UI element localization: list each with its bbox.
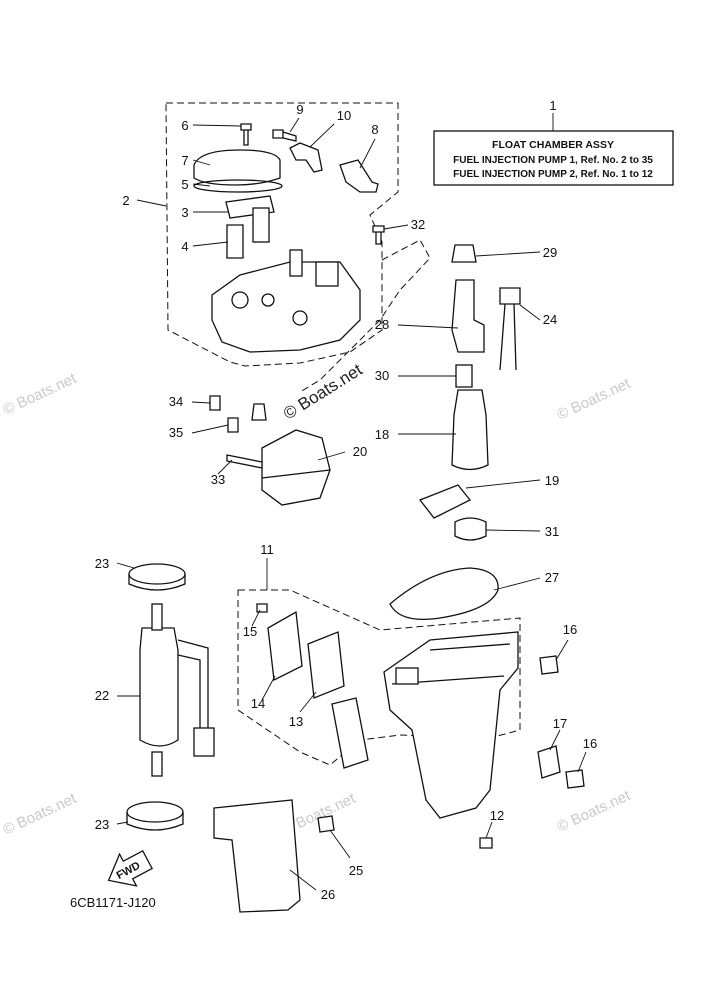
pin-33 bbox=[226, 454, 263, 469]
callout-3: 3 bbox=[181, 205, 188, 220]
watermarks: © Boats.net © Boats.net © Boats.net © Bo… bbox=[1, 360, 634, 839]
harness-24-plug bbox=[499, 287, 521, 305]
callout-5: 5 bbox=[181, 177, 188, 192]
separator-parts bbox=[213, 567, 585, 913]
pump-22-inlet bbox=[151, 603, 163, 631]
watermark: © Boats.net bbox=[1, 370, 80, 419]
watermark: © Boats.net bbox=[1, 790, 80, 839]
fwd-arrow: FWD bbox=[107, 849, 153, 887]
screw-32 bbox=[372, 225, 385, 245]
callout-15: 15 bbox=[243, 624, 257, 639]
callout-7: 7 bbox=[181, 153, 188, 168]
grommet-17 bbox=[537, 745, 561, 779]
callout-34: 34 bbox=[169, 394, 183, 409]
info-box: FLOAT CHAMBER ASSY FUEL INJECTION PUMP 1… bbox=[433, 113, 674, 186]
gasket-5 bbox=[193, 179, 283, 193]
callout-11: 11 bbox=[260, 542, 274, 557]
callout-12: 12 bbox=[490, 808, 504, 823]
info-box-title: FLOAT CHAMBER ASSY bbox=[492, 139, 614, 151]
regulator-28 bbox=[451, 279, 485, 353]
reference-code: 6CB1171-J120 bbox=[70, 895, 156, 910]
info-box-line-2: FUEL INJECTION PUMP 2, Ref. No. 1 to 12 bbox=[453, 169, 653, 180]
callout-30: 30 bbox=[375, 368, 389, 383]
cover-7 bbox=[193, 149, 281, 186]
filter-30 bbox=[455, 364, 473, 388]
bracket-left bbox=[331, 697, 369, 769]
callout-19: 19 bbox=[545, 473, 559, 488]
leader-lines bbox=[116, 117, 587, 891]
callout-31: 31 bbox=[545, 524, 559, 539]
callout-22: 22 bbox=[95, 688, 109, 703]
callout-26: 26 bbox=[321, 887, 335, 902]
needle-4 bbox=[226, 224, 244, 259]
callout-16-lower: 16 bbox=[583, 736, 597, 751]
pump-18 bbox=[451, 389, 489, 471]
callout-23-lower: 23 bbox=[95, 817, 109, 832]
gasket-13 bbox=[307, 631, 345, 699]
screw-6 bbox=[240, 123, 252, 146]
strainer-19 bbox=[418, 484, 472, 519]
callout-1: 1 bbox=[549, 98, 556, 113]
clip-31 bbox=[454, 517, 487, 541]
screw-9 bbox=[272, 129, 297, 142]
callout-32: 32 bbox=[411, 217, 425, 232]
float-3-body bbox=[252, 207, 270, 243]
watermark: © Boats.net bbox=[555, 787, 634, 836]
ring-23-top bbox=[128, 563, 186, 585]
callout-14: 14 bbox=[251, 696, 265, 711]
bolt-25 bbox=[317, 815, 335, 833]
grommet-16a bbox=[539, 655, 559, 675]
nozzle bbox=[251, 403, 267, 421]
screw-12 bbox=[479, 837, 493, 849]
callout-29: 29 bbox=[543, 245, 557, 260]
callout-25: 25 bbox=[349, 863, 363, 878]
float-chamber-parts bbox=[193, 123, 385, 506]
info-box-line-1: FUEL INJECTION PUMP 1, Ref. No. 2 to 35 bbox=[453, 155, 653, 166]
callout-33: 33 bbox=[211, 472, 225, 487]
callout-9: 9 bbox=[296, 102, 303, 117]
callout-17: 17 bbox=[553, 716, 567, 731]
ring-23-bottom bbox=[126, 801, 184, 823]
gasket-27 bbox=[389, 567, 499, 621]
cover-20 bbox=[261, 429, 331, 506]
callout-24: 24 bbox=[543, 312, 557, 327]
watermark: © Boats.net bbox=[555, 375, 634, 424]
plate-14 bbox=[267, 610, 303, 681]
bolt-34 bbox=[209, 395, 221, 411]
callout-10: 10 bbox=[337, 108, 351, 123]
callout-2: 2 bbox=[122, 193, 129, 208]
bracket-26 bbox=[213, 799, 301, 913]
harness-24-wire bbox=[499, 303, 517, 371]
grommet-29 bbox=[451, 244, 477, 263]
callout-20: 20 bbox=[353, 444, 367, 459]
pump-22-plug bbox=[193, 727, 215, 757]
separator-housing bbox=[383, 631, 519, 819]
callout-16-upper: 16 bbox=[563, 622, 577, 637]
screw-15 bbox=[256, 603, 268, 613]
callout-labels: 1 2 3 4 5 6 7 8 9 10 11 12 13 14 15 16 1… bbox=[95, 98, 597, 902]
callout-6: 6 bbox=[181, 118, 188, 133]
pump-parts bbox=[418, 244, 521, 541]
valve-8 bbox=[339, 159, 379, 193]
grommet-16b bbox=[565, 769, 585, 789]
callout-18: 18 bbox=[375, 427, 389, 442]
pump-22-outlet bbox=[151, 751, 163, 777]
callout-27: 27 bbox=[545, 570, 559, 585]
callout-28: 28 bbox=[375, 317, 389, 332]
bracket-10 bbox=[289, 142, 323, 173]
pump-22-wire bbox=[177, 639, 209, 728]
callout-4: 4 bbox=[181, 239, 188, 254]
pump-22-parts bbox=[126, 563, 215, 831]
pump-22 bbox=[139, 627, 179, 747]
chamber-inlet bbox=[289, 249, 303, 277]
callout-35: 35 bbox=[169, 425, 183, 440]
watermark-center: © Boats.net bbox=[280, 360, 366, 423]
callout-13: 13 bbox=[289, 714, 303, 729]
chamber-connector bbox=[315, 261, 339, 287]
callout-8: 8 bbox=[371, 122, 378, 137]
callout-23-upper: 23 bbox=[95, 556, 109, 571]
bolt-35 bbox=[227, 417, 239, 433]
